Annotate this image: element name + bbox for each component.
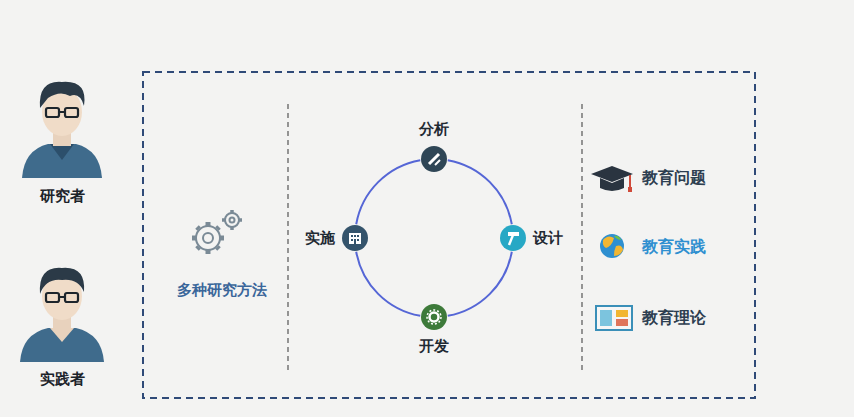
cycle-arc [448, 252, 512, 316]
globe-icon [600, 234, 624, 258]
role-label: 研究者 [40, 187, 85, 206]
role-label: 实践者 [40, 370, 85, 389]
phase-icon [421, 304, 447, 330]
method-label: 多种研究方法 [177, 281, 267, 300]
cycle-arc [356, 252, 420, 316]
phase-label: 开发 [419, 337, 449, 356]
phase-node: 实施 [342, 225, 368, 251]
cycle-arc [356, 160, 420, 224]
separator [287, 104, 288, 372]
phase-label: 设计 [533, 229, 563, 248]
phase-label: 实施 [305, 229, 335, 248]
practitioner-avatar [20, 268, 104, 362]
graduation-cap-icon [591, 166, 633, 192]
researcher-avatar [22, 82, 102, 178]
phase-node: 分析 [421, 146, 447, 172]
phase-icon [421, 146, 447, 172]
education-label: 教育理论 [642, 308, 706, 329]
phase-node: 设计 [500, 225, 526, 251]
gear-icon [192, 210, 242, 254]
cycle-arc [448, 160, 512, 224]
book-icon [596, 306, 632, 330]
dashed-frame [143, 72, 755, 398]
education-label: 教育问题 [642, 168, 706, 189]
education-label: 教育实践 [642, 237, 706, 258]
phase-icon [500, 225, 526, 251]
phase-icon [342, 225, 368, 251]
phase-label: 分析 [419, 120, 449, 139]
phase-node: 开发 [421, 304, 447, 330]
separator [581, 104, 582, 372]
